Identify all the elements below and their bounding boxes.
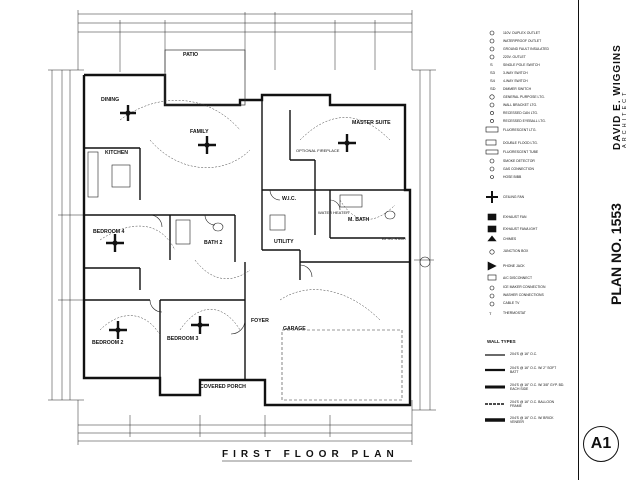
legend-symbols: S S3 S4 SD T <box>485 30 499 316</box>
ceiling-fan-icon <box>106 234 124 252</box>
svg-text:SD: SD <box>490 86 496 91</box>
bath-fixtures <box>175 194 431 268</box>
svg-text:S3: S3 <box>490 70 496 75</box>
door-swings <box>149 189 341 335</box>
legend-item: DOUBLE FLOOD LTG. <box>503 141 538 145</box>
wall-types-title: WALL TYPES <box>487 339 516 344</box>
room-label-wic: W.I.C. <box>282 196 297 202</box>
svg-text:S: S <box>490 62 493 67</box>
room-label-utility: UTILITY <box>274 239 294 245</box>
wall-type-label: 2X4'S @ 16" O.C. <box>510 352 538 356</box>
wall-type-label: 2X4'S @ 16" O.C. W/ 3/8" GYP. BD. EACH S… <box>510 383 565 391</box>
legend-item: FLUORESCENT TUBE <box>503 150 539 154</box>
legend-item: A/C DISCONNECT <box>503 276 533 280</box>
legend-item: DIMMER SWITCH <box>503 87 532 91</box>
legend-item: ICE MAKER CONNECTION <box>503 285 546 289</box>
wall-type-samples <box>485 354 505 422</box>
garage-slab <box>281 329 403 401</box>
right-dimensions <box>412 69 436 411</box>
legend-item: SINGLE POLE SWITCH <box>503 63 540 67</box>
bottom-dimensions <box>77 400 413 445</box>
plan-number: PLAN NO. 1553 <box>608 203 624 305</box>
room-label-patio: PATIO <box>183 52 198 58</box>
ceiling-fan-icon <box>338 134 356 152</box>
legend-item: EXHAUST FAN <box>503 215 527 219</box>
legend-item: 220V. OUTLET <box>503 55 526 59</box>
patio-outline <box>164 49 246 106</box>
wall-type-label: 2X4'S @ 16" O.C. W/ 2" SOFT BATT <box>510 366 557 374</box>
interior-walls <box>84 95 410 380</box>
legend-item: GAS CONNECTION <box>503 167 534 171</box>
kitchen-counters <box>87 151 131 198</box>
legend-item: WALL BRACKET LTG. <box>503 103 538 107</box>
title-block <box>578 0 640 480</box>
ceiling-fan-icon <box>120 105 136 121</box>
legend-item: RECESSED CAN LTG. <box>503 111 538 115</box>
svg-text:S4: S4 <box>490 78 496 83</box>
sheet-number: A1 <box>583 426 619 462</box>
legend-item: EXHAUST FAN/LIGHT <box>503 227 538 231</box>
wall-type-label: 2X4'S @ 16" O.C. W/ BRICK VENEER <box>510 416 554 424</box>
legend-item: SMOKE DETECTOR <box>503 159 535 163</box>
legend-item: GENERAL PURPOSE LTG. <box>503 95 545 99</box>
legend-item: CHIMES <box>503 237 517 241</box>
room-label-covered-porch: COVERED PORCH <box>200 384 246 390</box>
wall-type-label: 2X4'S @ 16" O.C. BALLOON FRAME <box>510 400 555 408</box>
legend-item: JUNCTION BOX <box>503 249 529 253</box>
room-label-dining: DINING <box>101 97 119 103</box>
circuit-wiring <box>99 100 396 336</box>
legend-item: 3-WAY SWITCH <box>503 71 528 75</box>
legend-item: 110V. DUPLEX OUTLET <box>503 31 541 35</box>
legend-item: THERMOSTAT <box>503 311 526 315</box>
left-dimensions <box>48 69 84 401</box>
room-label-bedroom4: BEDROOM 4 <box>93 229 125 235</box>
note-water-heater: WATER HEATER <box>318 210 349 215</box>
note-attic-stair: ATTIC STAIR <box>382 236 406 241</box>
legend-item: PHONE JACK <box>503 264 525 268</box>
legend-item: GROUND FAULT INSULATED <box>503 47 549 51</box>
room-label-family: FAMILY <box>190 129 209 135</box>
room-label-bedroom3: BEDROOM 3 <box>167 336 199 342</box>
room-label-foyer: FOYER <box>251 318 269 324</box>
legend-item: FLUORESCENT LTG. <box>503 128 537 132</box>
ceiling-fan-icon <box>198 136 216 154</box>
drawing-title: FIRST FLOOR PLAN <box>222 449 399 460</box>
note-optional-fireplace: OPTIONAL FIREPLACE <box>296 148 340 153</box>
room-label-mbath: M. BATH <box>348 217 369 223</box>
legend-item: WATERPROOF OUTLET <box>503 39 542 43</box>
legend-item: HOSE BIBB <box>503 175 522 179</box>
ceiling-fan-icon <box>109 321 127 339</box>
ceiling-fan-icon <box>191 316 209 334</box>
room-label-kitchen: KITCHEN <box>105 150 128 156</box>
top-dimensions <box>77 10 413 72</box>
legend-item: CEILING FAN <box>503 195 525 199</box>
legend-item: CABLE TV <box>503 301 520 305</box>
room-label-bath2: BATH 2 <box>204 240 222 246</box>
room-label-master-suite: MASTER SUITE <box>352 120 391 126</box>
legend-item: WASHER CONNECTIONS <box>503 293 544 297</box>
svg-text:T: T <box>489 311 492 316</box>
legend-item: 4-WAY SWITCH <box>503 79 528 83</box>
legend-item: RECESSED EYEBALL LTG. <box>503 119 546 123</box>
room-label-bedroom2: BEDROOM 2 <box>92 340 124 346</box>
firm-subtitle: ARCHITECT <box>622 89 628 148</box>
room-label-garage: GARAGE <box>283 326 306 332</box>
